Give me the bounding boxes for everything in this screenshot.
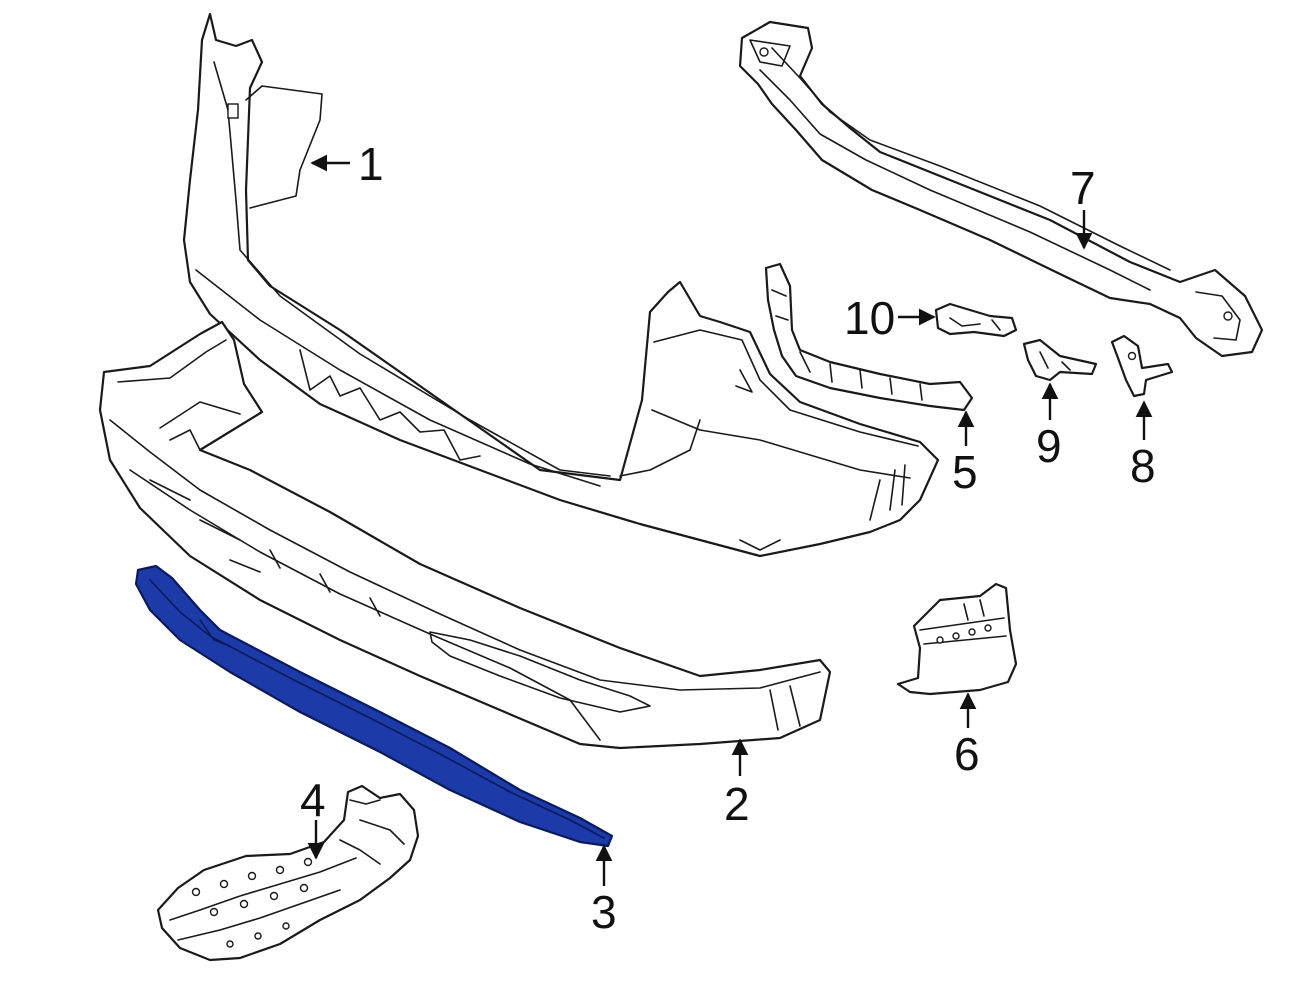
callout-4: 4 (300, 774, 326, 826)
leader-lines (307, 154, 1153, 886)
callout-8: 8 (1130, 440, 1156, 492)
callout-10: 10 (844, 292, 895, 344)
callout-9: 9 (1036, 420, 1062, 472)
part-9-bracket (1022, 338, 1098, 382)
callout-6: 6 (954, 728, 980, 780)
callout-5: 5 (952, 446, 978, 498)
part-1-bumper-cover (182, 12, 940, 558)
callout-3: 3 (591, 886, 617, 938)
part-8-bracket (1110, 334, 1174, 398)
part-6-end-bracket (896, 582, 1018, 696)
part-2-lower-valance (98, 320, 832, 750)
callout-1: 1 (358, 138, 384, 190)
callout-2: 2 (724, 778, 750, 830)
callout-labels: 1 2 3 4 5 6 7 8 9 10 (300, 138, 1156, 938)
part-4-lower-shield (156, 784, 420, 962)
part-5-side-bracket (764, 262, 974, 412)
callout-7: 7 (1070, 162, 1096, 214)
part-7-reinforcement-beam (738, 20, 1264, 358)
part-3-deflector-strip (134, 564, 614, 848)
part-10-mounting-bracket (934, 302, 1018, 338)
